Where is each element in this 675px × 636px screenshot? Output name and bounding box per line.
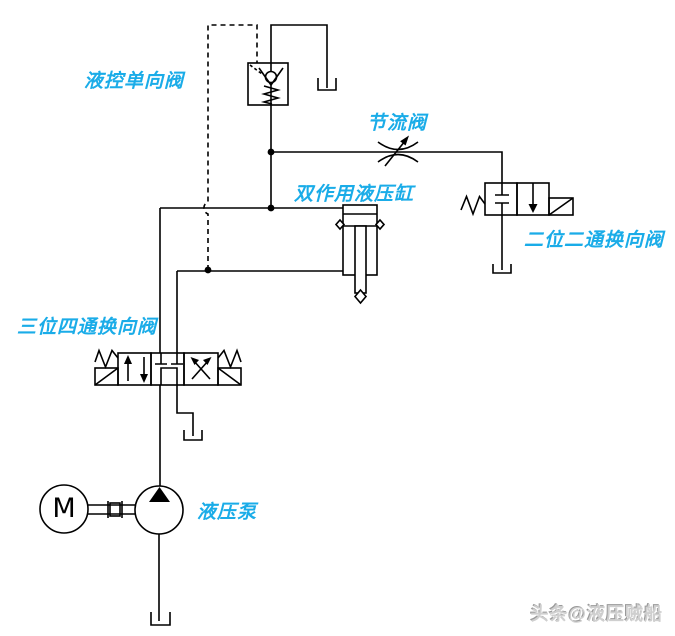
check-valve-spring <box>260 85 281 105</box>
cylinder-label: 双作用液压缸 <box>294 184 415 205</box>
solenoid-box-right <box>217 367 242 386</box>
solenoid-box <box>548 197 574 216</box>
tank-symbol-top <box>317 78 337 91</box>
pilot-check-valve-label: 液控单向阀 <box>84 71 185 92</box>
valve-spring <box>460 194 486 217</box>
pump-symbol <box>134 485 184 535</box>
main-pressure-lines <box>158 24 503 621</box>
pilot-line <box>203 24 263 270</box>
pump-label: 液压泵 <box>197 502 258 523</box>
four-way-valve-label: 三位四通换向阀 <box>17 317 158 338</box>
tank-symbol-return <box>183 430 203 441</box>
motor-letter: M <box>52 493 76 524</box>
electric-motor-symbol <box>39 484 89 534</box>
pilot-check-valve-symbol <box>247 62 289 106</box>
cylinder-symbol <box>334 204 386 305</box>
two-way-valve-label: 二位二通换向阀 <box>524 230 665 251</box>
tank-symbol-2way <box>492 264 512 274</box>
throttle-valve-symbol <box>377 135 419 167</box>
watermark: 头条@液压贼船 <box>530 604 663 624</box>
piston-rod <box>354 225 367 294</box>
piston-seal-left <box>334 218 346 231</box>
three-position-four-way-valve-symbol <box>94 348 242 386</box>
shaft-coupling <box>88 501 135 518</box>
valve-spring-left <box>94 348 119 370</box>
throttle-arrow-head <box>400 135 409 146</box>
solenoid-box-left <box>94 367 119 386</box>
junction-dots <box>204 148 275 274</box>
flow-arrow-head <box>528 204 538 213</box>
throttle-valve-label: 节流阀 <box>367 113 428 134</box>
piston-seal-right <box>374 218 386 231</box>
pump-flow-triangle <box>149 487 170 502</box>
two-position-two-way-valve-symbol <box>460 182 574 217</box>
tank-symbol-suction <box>150 612 171 626</box>
rod-end <box>353 288 368 305</box>
valve-spring-right <box>217 348 242 370</box>
